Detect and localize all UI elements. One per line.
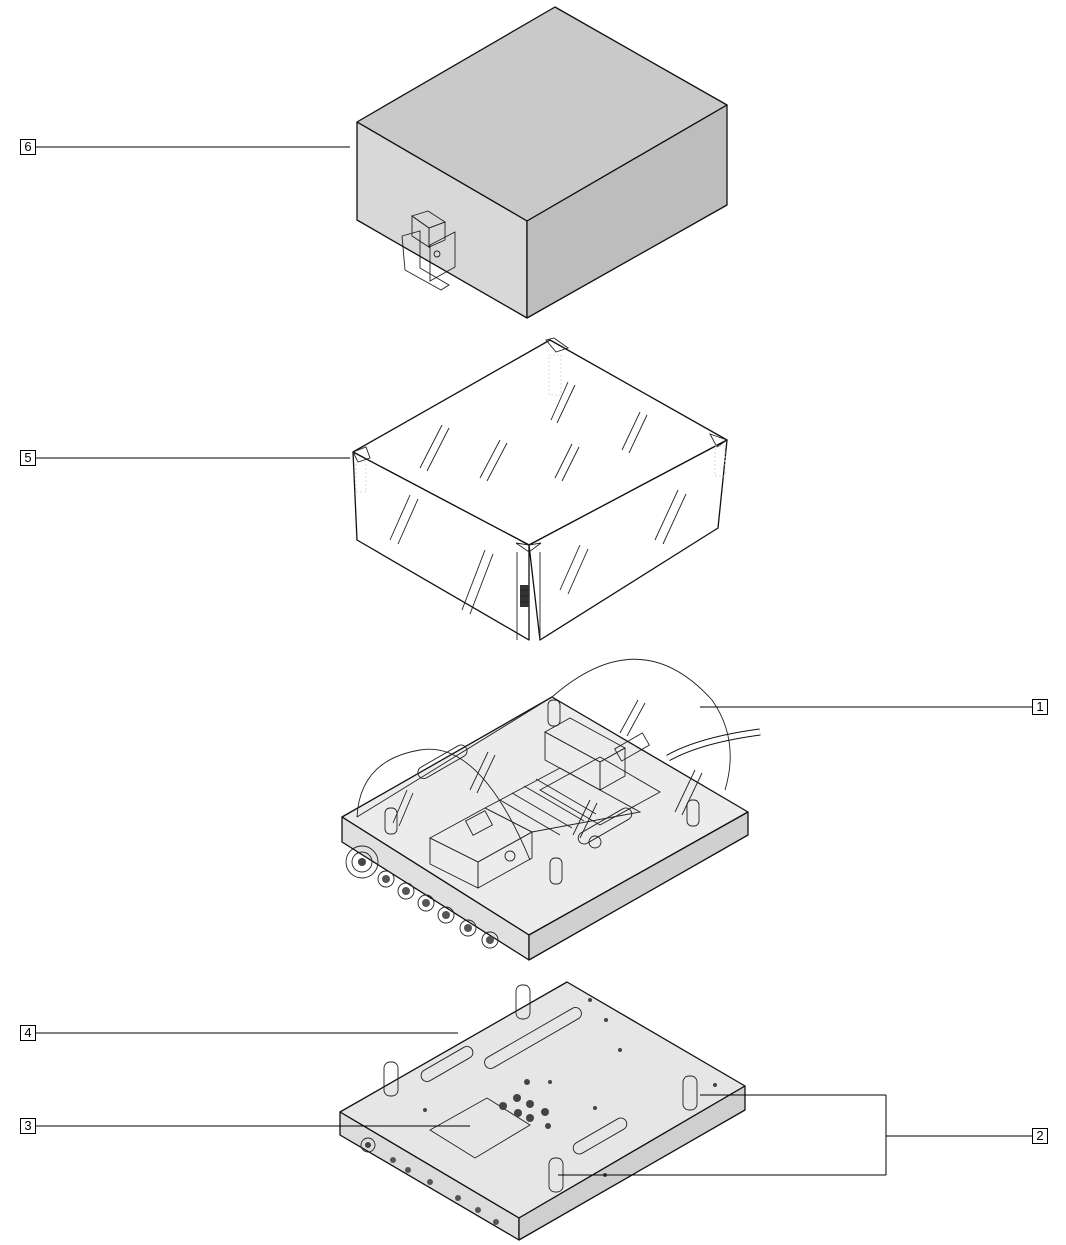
cover-latch — [401, 210, 456, 291]
push-in-fittings — [345, 845, 499, 949]
mounting-plate-part — [339, 981, 746, 1241]
callout-5: 5 — [20, 450, 36, 466]
cover-part — [356, 6, 728, 319]
protective-hood-part — [352, 337, 728, 641]
label-plate-area — [429, 1097, 531, 1159]
callout-6: 6 — [20, 139, 36, 155]
callout-3: 3 — [20, 1118, 36, 1134]
callout-2: 2 — [1032, 1128, 1048, 1144]
callout-4: 4 — [20, 1025, 36, 1041]
plate-holes — [423, 998, 717, 1177]
leader-lines — [36, 146, 1032, 1176]
hood-reflection-marks — [389, 381, 687, 615]
valve-terminal-assembly-part — [341, 658, 761, 961]
callout-1: 1 — [1032, 699, 1048, 715]
valve-modules — [429, 717, 661, 889]
